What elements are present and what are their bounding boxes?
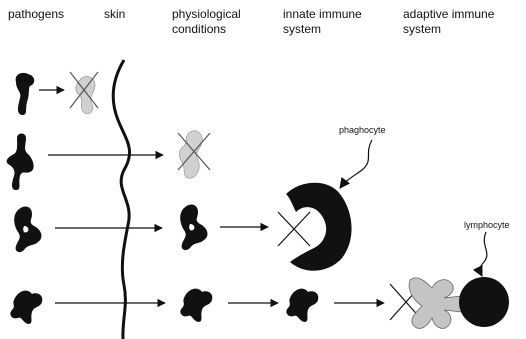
cross-mark-row3 [278, 212, 310, 246]
phagocyte-pointer [340, 140, 372, 188]
pathogen-row4 [10, 291, 42, 324]
pathogen-row3 [14, 207, 41, 253]
pathogen-row4-inside [180, 289, 212, 322]
lymphocyte [459, 277, 509, 327]
lymphocyte-pointer [480, 232, 487, 276]
pathogen-row4-innate [286, 289, 318, 322]
lymphocyte-receptor [409, 278, 462, 329]
pathogen-row2 [7, 134, 34, 191]
pathogen-row3-inside [180, 205, 207, 251]
skin-barrier-line [113, 60, 129, 339]
pathogen-row1 [16, 73, 35, 115]
blocked-pathogen-row1 [76, 77, 95, 114]
